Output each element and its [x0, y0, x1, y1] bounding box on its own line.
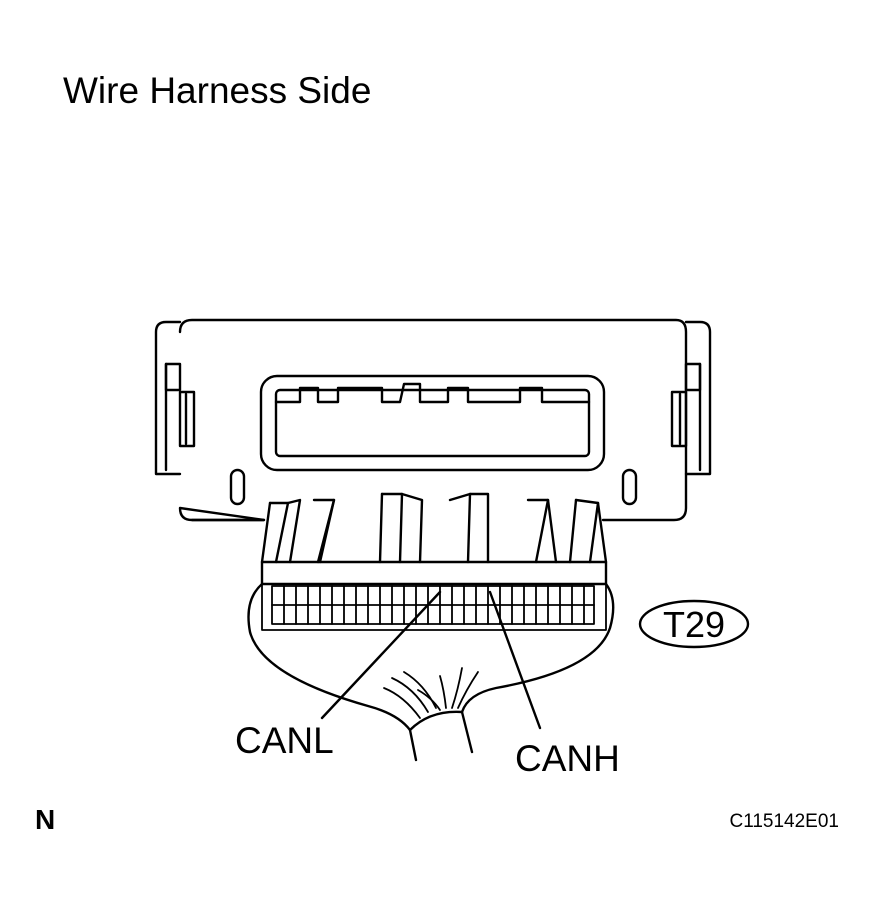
canh-leader-line: [488, 590, 542, 730]
orientation-mark: N: [35, 804, 56, 835]
connector-housing: [178, 318, 688, 522]
right-latch: [670, 320, 712, 476]
connector-code-badge: [638, 599, 750, 649]
canl-leader-line: [320, 590, 442, 720]
mating-window: [259, 374, 606, 472]
wire-harness: [247, 582, 615, 762]
figure-id: C115142E01: [729, 811, 839, 832]
terminal-grid: [261, 583, 607, 631]
left-latch: [154, 320, 196, 476]
canl-label: CANL: [235, 720, 334, 761]
locating-slot-left: [229, 468, 246, 506]
page-title: Wire Harness Side: [63, 70, 372, 111]
locating-slot-right: [621, 468, 638, 506]
canh-label: CANH: [515, 738, 620, 779]
connector-code: T29: [663, 604, 725, 645]
plug-ribs: [260, 492, 608, 586]
